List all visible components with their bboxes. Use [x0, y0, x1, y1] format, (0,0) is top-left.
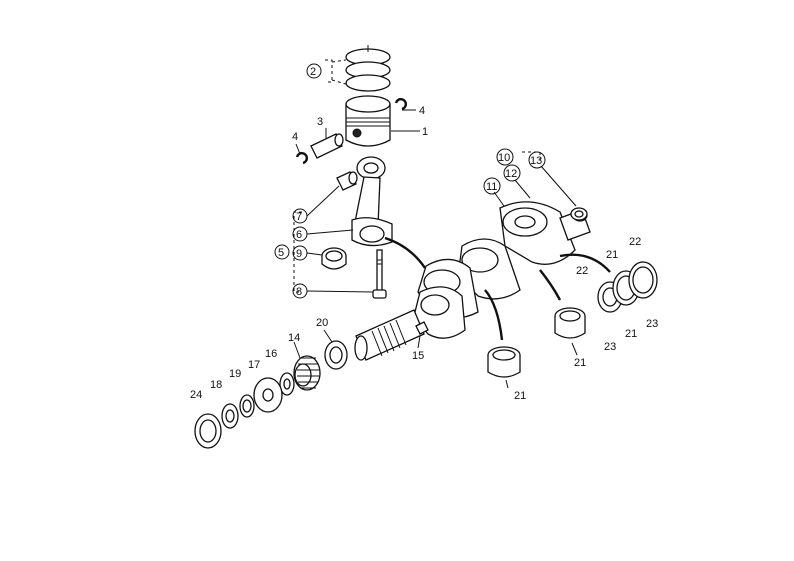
- big-end-bearing: [321, 247, 347, 270]
- svg-text:4: 4: [419, 105, 425, 117]
- svg-text:21: 21: [606, 249, 618, 261]
- callout-4-right: 4: [419, 105, 425, 117]
- svg-text:2: 2: [310, 66, 316, 78]
- piston-pin-circlips: [295, 97, 408, 165]
- callout-2: 2: [306, 63, 322, 79]
- small-end-bush: [336, 171, 358, 191]
- callout-22-right: 22: [629, 236, 641, 248]
- svg-text:23: 23: [604, 341, 616, 353]
- callout-12: 12: [503, 164, 521, 182]
- svg-text:23: 23: [646, 318, 658, 330]
- callout-13: 13: [528, 151, 546, 169]
- svg-text:9: 9: [296, 248, 302, 260]
- callout-1: 1: [422, 126, 428, 138]
- svg-text:8: 8: [296, 286, 302, 298]
- callout-23-left: 23: [604, 341, 616, 353]
- callout-20: 20: [316, 317, 328, 329]
- rear-bearing-stack: [597, 261, 658, 313]
- svg-text:16: 16: [265, 348, 277, 360]
- callout-18: 18: [210, 379, 222, 391]
- callout-3: 3: [317, 116, 323, 128]
- callout-23-right: 23: [646, 318, 658, 330]
- svg-text:19: 19: [229, 368, 241, 380]
- piston: [345, 95, 391, 147]
- callout-9: 9: [292, 245, 308, 261]
- callout-19: 19: [229, 368, 241, 380]
- piston-pin: [310, 133, 344, 159]
- callout-8: 8: [292, 283, 308, 299]
- svg-text:3: 3: [317, 116, 323, 128]
- connecting-rod: [351, 156, 393, 247]
- svg-text:20: 20: [316, 317, 328, 329]
- callout-labels: 1 2 3 4 4 5 6 7 8 9 10 11 12 13 14 15 16…: [190, 63, 658, 402]
- svg-text:7: 7: [296, 211, 302, 223]
- callout-21-top: 21: [606, 249, 618, 261]
- callout-16: 16: [265, 348, 277, 360]
- callout-24: 24: [190, 389, 202, 401]
- callout-10: 10: [496, 148, 514, 166]
- svg-text:24: 24: [190, 389, 202, 401]
- svg-text:6: 6: [296, 229, 302, 241]
- svg-text:4: 4: [292, 131, 298, 143]
- dashed-brackets: [293, 59, 541, 293]
- svg-text:22: 22: [629, 236, 641, 248]
- assembly-guide-lines: [384, 236, 611, 341]
- svg-text:10: 10: [498, 152, 510, 164]
- gear-14: [293, 355, 321, 391]
- svg-text:1: 1: [422, 126, 428, 138]
- rod-bolt: [372, 249, 387, 299]
- svg-text:21: 21: [574, 357, 586, 369]
- svg-text:18: 18: [210, 379, 222, 391]
- main-bearing-bottom: [487, 346, 521, 378]
- callout-22-left: 22: [576, 265, 588, 277]
- leader-lines: [293, 109, 578, 389]
- svg-text:21: 21: [514, 390, 526, 402]
- svg-text:12: 12: [505, 168, 517, 180]
- oil-seal-24: [194, 413, 222, 449]
- woodruff-key: [415, 321, 429, 335]
- callout-7: 7: [292, 208, 308, 224]
- ring-18: [221, 403, 239, 429]
- callout-21-middle: 21: [574, 357, 586, 369]
- crankshaft: [354, 201, 591, 361]
- callout-14: 14: [288, 332, 300, 344]
- piston-rings: [345, 45, 391, 92]
- callout-5: 5: [274, 244, 290, 260]
- seal-13: [570, 207, 588, 221]
- callout-21-right: 21: [625, 328, 637, 340]
- callout-4-left: 4: [292, 131, 298, 143]
- callout-21-bottom: 21: [514, 390, 526, 402]
- svg-text:11: 11: [486, 181, 497, 193]
- callout-17: 17: [248, 359, 260, 371]
- callout-6: 6: [292, 226, 308, 242]
- callout-11: 11: [483, 177, 501, 195]
- bearing-20: [324, 340, 348, 370]
- svg-text:5: 5: [278, 247, 284, 259]
- washer-16: [279, 372, 295, 396]
- main-bearing-middle: [554, 307, 586, 339]
- svg-text:13: 13: [530, 155, 542, 167]
- disc-17: [253, 377, 283, 413]
- callout-15: 15: [412, 350, 424, 362]
- svg-text:14: 14: [288, 332, 300, 344]
- svg-text:22: 22: [576, 265, 588, 277]
- svg-text:15: 15: [412, 350, 424, 362]
- svg-text:21: 21: [625, 328, 637, 340]
- svg-text:17: 17: [248, 359, 260, 371]
- ring-19: [239, 394, 255, 418]
